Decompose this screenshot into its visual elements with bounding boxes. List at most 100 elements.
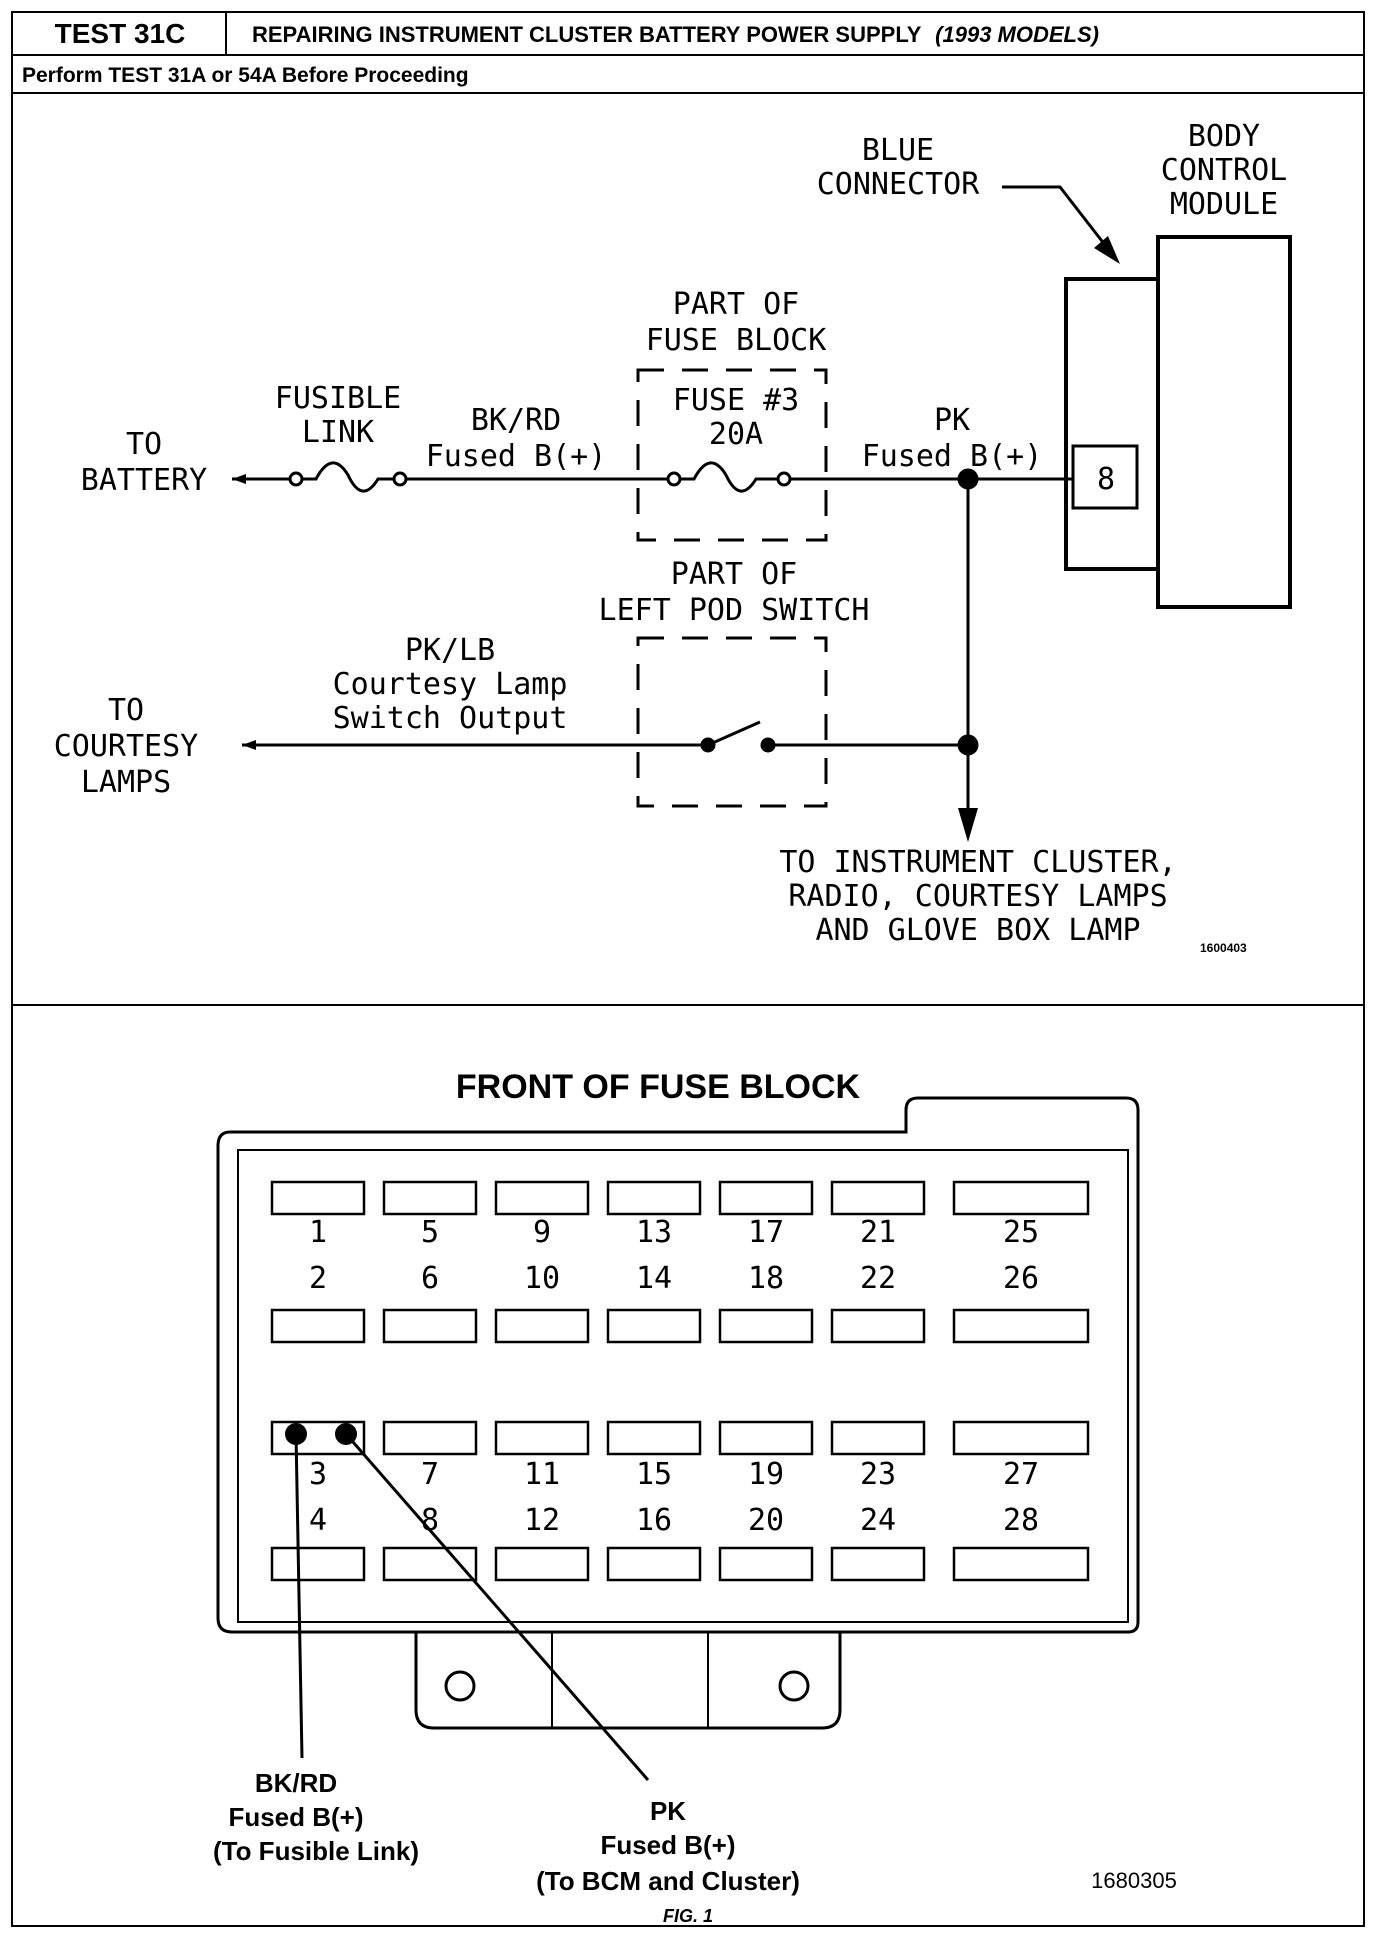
callout-bkrd-3: (To Fusible Link)	[213, 1836, 419, 1866]
fusible-link-term-b	[392, 471, 408, 487]
callout-bkrd-1: BK/RD	[255, 1768, 337, 1798]
fuse-slot	[952, 1420, 1090, 1456]
to-courtesy-label-1: TO	[108, 693, 144, 728]
fuse-block-figure-code: 1680305	[1091, 1868, 1177, 1893]
fuse-slot	[952, 1180, 1090, 1216]
fuse-slot	[830, 1546, 926, 1582]
fusible-link-term-a	[288, 471, 304, 487]
schematic-figure-code: 1600403	[1200, 941, 1247, 955]
pod-switch-label-2: LEFT POD SWITCH	[599, 593, 870, 628]
fuse-number: 20	[748, 1503, 784, 1538]
fuse-slot	[952, 1308, 1090, 1344]
fuse-block-inner-panel	[237, 1149, 1129, 1623]
prereq-text: Perform TEST 31A or 54A Before Proceedin…	[22, 64, 469, 87]
bkrd-label-2: Fused B(+)	[426, 439, 607, 474]
to-battery-label-2: BATTERY	[81, 463, 207, 498]
header-title: REPAIRING INSTRUMENT CLUSTER BATTERY POW…	[252, 22, 1099, 47]
pklb-label-2: Courtesy Lamp	[333, 667, 568, 702]
blue-connector	[1064, 277, 1160, 571]
fuse-slot	[494, 1546, 590, 1582]
page-border	[11, 11, 1365, 1927]
fuse-number: 28	[1003, 1503, 1039, 1538]
mount-hole-left	[444, 1670, 476, 1702]
to-courtesy-label-3: LAMPS	[81, 765, 171, 800]
pod-switch-dashed-box	[636, 636, 828, 808]
to-battery-label-1: TO	[126, 427, 162, 462]
fuse-block-body	[216, 1096, 1140, 1730]
switch-blade	[707, 720, 761, 747]
fuse-number: 7	[421, 1457, 439, 1492]
wiring-schematic	[232, 185, 1292, 842]
fuse-slot	[718, 1308, 814, 1344]
fuse-block-dashed-box	[636, 368, 828, 542]
fuse-slot	[606, 1420, 702, 1456]
fuse-slot	[718, 1180, 814, 1216]
bcm-label-3: MODULE	[1170, 187, 1278, 222]
fuse-block-label-2: FUSE BLOCK	[646, 323, 827, 358]
fuse-number: 25	[1003, 1215, 1039, 1250]
fuse-slot	[382, 1308, 478, 1344]
fuse-number: 18	[748, 1261, 784, 1296]
blue-connector-leader	[1002, 185, 1114, 255]
pk-label-2: Fused B(+)	[862, 439, 1043, 474]
fuse3-symbol	[680, 461, 778, 493]
blue-connector-label-2: CONNECTOR	[817, 167, 980, 202]
fusible-link-label-1: FUSIBLE	[275, 381, 401, 416]
fuse-slot	[270, 1546, 366, 1582]
mounting-tab	[414, 1632, 842, 1730]
fuse3-label-1: FUSE #3	[673, 383, 799, 418]
fuse-slot	[830, 1180, 926, 1216]
fuse-number: 10	[524, 1261, 560, 1296]
bcm-label-2: CONTROL	[1161, 153, 1287, 188]
pklb-label-1: PK/LB	[405, 633, 495, 668]
fuse-slot	[270, 1180, 366, 1216]
fuse-slot	[382, 1180, 478, 1216]
fuse-number: 3	[309, 1457, 327, 1492]
fuse-number: 15	[636, 1457, 672, 1492]
fuse-slot	[606, 1546, 702, 1582]
pin-8-label: 8	[1097, 462, 1115, 497]
fuse-number: 4	[309, 1503, 327, 1538]
to-courtesy-label-2: COURTESY	[54, 729, 199, 764]
fuse-block-title: FRONT OF FUSE BLOCK	[456, 1068, 861, 1106]
callout-pk-2: Fused B(+)	[600, 1830, 735, 1860]
bcm-label-1: BODY	[1188, 119, 1260, 154]
bkrd-label-1: BK/RD	[471, 403, 561, 438]
fuse-number: 11	[524, 1457, 560, 1492]
fuse-number: 26	[1003, 1261, 1039, 1296]
fuse-number: 16	[636, 1503, 672, 1538]
fuse-number: 23	[860, 1457, 896, 1492]
callout-bkrd-2: Fused B(+)	[228, 1802, 363, 1832]
probe-callouts	[285, 1423, 650, 1781]
callout-pk-3: (To BCM and Cluster)	[536, 1866, 800, 1896]
fuse-number: 22	[860, 1261, 896, 1296]
title-main: REPAIRING INSTRUMENT CLUSTER BATTERY POW…	[252, 22, 922, 47]
fuse-number: 2	[309, 1261, 327, 1296]
fuse-slot	[830, 1420, 926, 1456]
fuse-number: 27	[1003, 1457, 1039, 1492]
fuse-number: 21	[860, 1215, 896, 1250]
fusible-link-symbol	[302, 461, 394, 493]
fuse-number: 12	[524, 1503, 560, 1538]
pod-switch-label-1: PART OF	[671, 557, 797, 592]
fuse3-label-2: 20A	[709, 417, 763, 452]
to-cluster-label-2: RADIO, COURTESY LAMPS	[788, 879, 1167, 914]
to-cluster-label-3: AND GLOVE BOX LAMP	[815, 913, 1140, 948]
fuse-slot	[382, 1546, 478, 1582]
pin-8-box	[1071, 444, 1139, 510]
fuse-block-label-1: PART OF	[673, 287, 799, 322]
blue-connector-arrowhead	[1094, 236, 1120, 264]
leader-bkrd	[294, 1433, 304, 1759]
fuse-slot	[606, 1180, 702, 1216]
fuse-number: 19	[748, 1457, 784, 1492]
fuse-slot	[606, 1308, 702, 1344]
figure-caption: FIG. 1	[663, 1906, 713, 1926]
fuse-number: 13	[636, 1215, 672, 1250]
pklb-label-3: Switch Output	[333, 701, 568, 736]
to-cluster-arrow	[958, 808, 978, 842]
fuse-number: 9	[533, 1215, 551, 1250]
mount-hole-right	[778, 1670, 810, 1702]
fuse3-term-b	[776, 471, 792, 487]
fuse-slot	[718, 1420, 814, 1456]
